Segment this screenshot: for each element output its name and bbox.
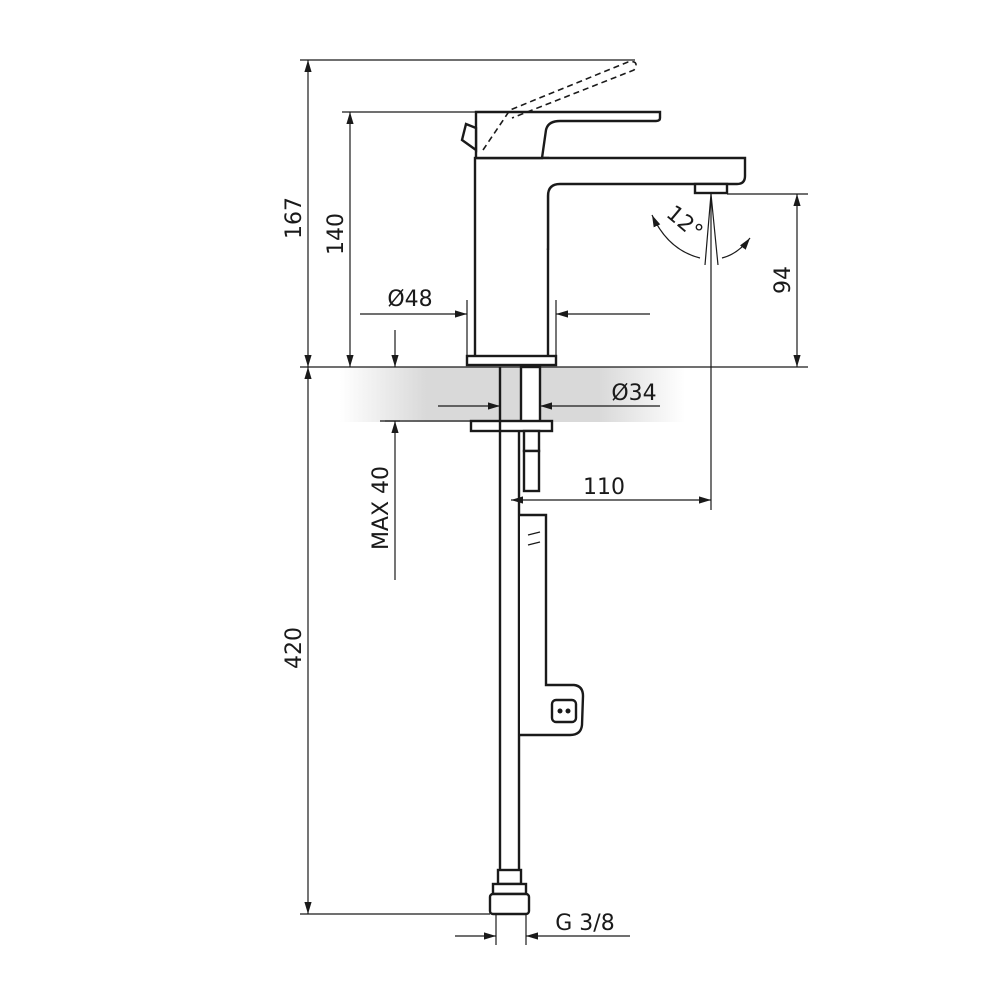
dim-label-420: 420	[282, 627, 307, 669]
dim-label-34: Ø34	[611, 381, 656, 406]
faucet-body	[465, 156, 747, 367]
dimension-lines	[304, 60, 801, 940]
deck-surface	[340, 367, 685, 422]
dim-label-110: 110	[583, 475, 625, 500]
dim-label-g38: G 3/8	[555, 911, 614, 936]
dim-label-max40: MAX 40	[369, 466, 394, 550]
dim-label-167: 167	[282, 197, 307, 239]
extension-lines	[300, 59, 808, 945]
dim-label-140: 140	[324, 213, 349, 255]
flex-hose	[488, 367, 531, 916]
dim-label-94: 94	[771, 266, 796, 294]
hose-clip	[520, 513, 585, 737]
lever-handle	[460, 60, 662, 160]
dim-label-12deg: 12°	[661, 201, 707, 245]
mounting-shank	[469, 365, 554, 493]
spray-angle-indicator	[651, 193, 751, 266]
dim-label-48: Ø48	[387, 287, 432, 312]
